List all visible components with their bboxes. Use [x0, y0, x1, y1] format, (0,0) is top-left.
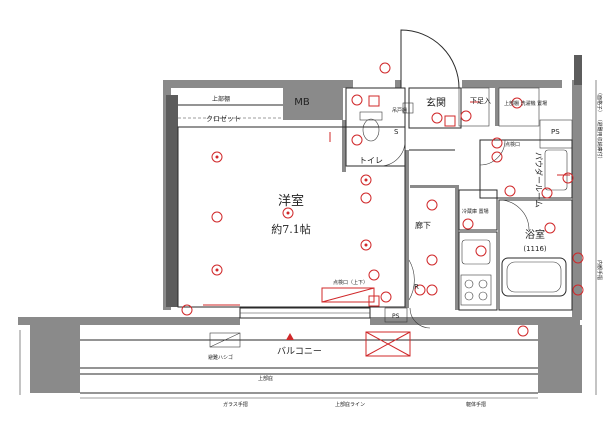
walls [18, 55, 582, 393]
room-lines [19, 80, 597, 399]
shoe-box-label: 下足入 [470, 97, 491, 105]
western-room-size: 約7.1帖 [271, 222, 311, 236]
glass-rail-label: ガラス手摺 [223, 401, 248, 408]
s-mark: S [394, 128, 399, 136]
balcony-label: バルコニー [277, 346, 322, 357]
north-marker [286, 333, 294, 340]
mb-label: MB [294, 97, 310, 108]
corridor-label: 廊下 [415, 220, 431, 230]
inspection-port-1: 点検口 [505, 141, 520, 148]
upper-floor-line-label: 上部庇ライン [335, 401, 365, 408]
hanger-pipe-label: 吊戸棚 [392, 107, 407, 114]
entrance-label: 玄関 [426, 96, 446, 109]
doors [379, 29, 530, 329]
electrical-symbols [181, 62, 584, 337]
washer-label: 上部棚 洗濯機 置場 [504, 100, 547, 107]
powder-room-label: パウダールーム [534, 152, 544, 208]
bathroom-size: (1116) [523, 245, 547, 253]
labels: MB 上部棚 クロゼット 洋室 約7.1帖 玄関 トイレ 廊下 パウダールーム … [206, 90, 603, 408]
toilet-label: トイレ [359, 156, 383, 165]
ps-top-label: PS [551, 128, 560, 136]
metal-rail-label: 躯体手摺 [466, 401, 486, 408]
closet-label: クロゼット [206, 114, 241, 123]
bathroom-label: 浴室 [525, 228, 545, 241]
cabinet-note-label: （面格子） （避難用収納庫付） [596, 90, 603, 162]
markers [286, 102, 414, 340]
western-room-label: 洋室 [278, 193, 304, 209]
ps-bottom-label: PS [392, 313, 400, 320]
inspection-port-2: 点検口（上下） [333, 279, 368, 286]
r-mark: R [414, 283, 419, 291]
upper-eaves-label: 上部庇 [258, 375, 273, 382]
fridge-label: 冷蔵庫 置場 [462, 208, 489, 215]
inner-handrail-label: 内観手摺 [596, 260, 603, 280]
evac-ladder-label: 避難ハシゴ [208, 354, 233, 361]
upper-shelf-label: 上部棚 [212, 95, 230, 103]
